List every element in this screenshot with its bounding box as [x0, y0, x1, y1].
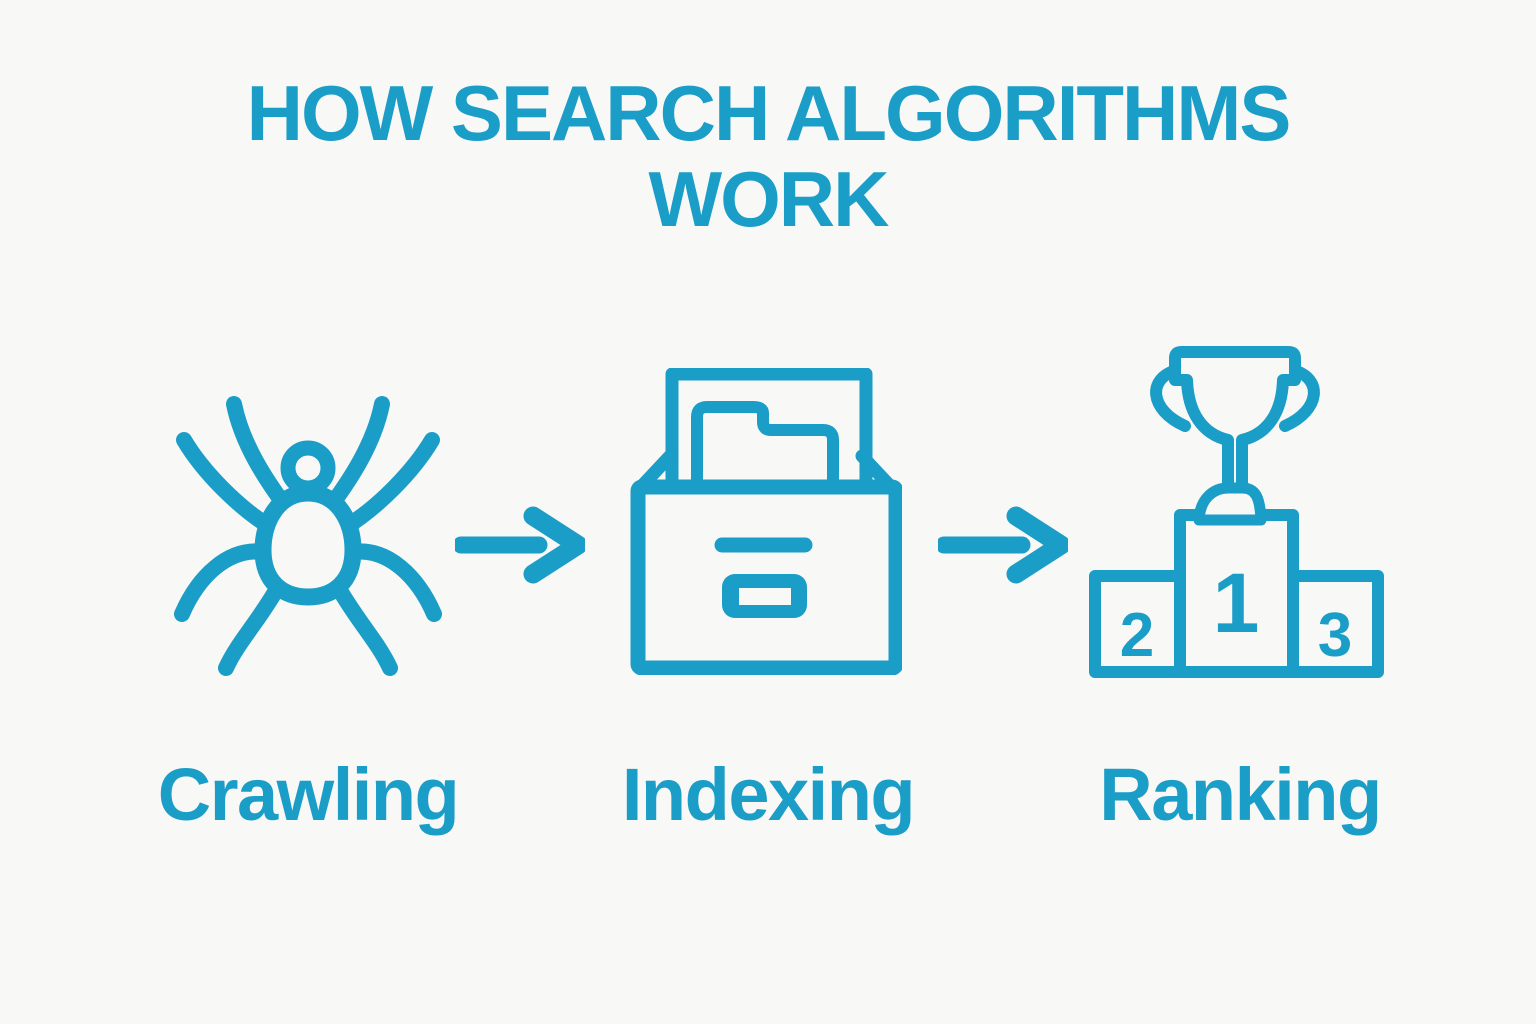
- arrow-right-icon: [455, 506, 585, 584]
- trophy-podium-icon: 1 2 3: [1089, 346, 1384, 678]
- step-label-ranking: Ranking: [1099, 753, 1382, 836]
- spider-icon: [174, 396, 442, 676]
- arrow-right-icon: [938, 506, 1068, 584]
- file-box-icon: [630, 368, 902, 675]
- title-line-1: HOW SEARCH ALGORITHMS: [246, 69, 1292, 157]
- podium-number-3: 3: [1318, 601, 1352, 670]
- step-label-indexing: Indexing: [621, 753, 916, 836]
- podium-number-2: 2: [1120, 601, 1154, 670]
- step-label-crawling: Crawling: [157, 753, 460, 836]
- podium-number-1: 1: [1213, 556, 1260, 650]
- title-line-2: WORK: [648, 155, 890, 243]
